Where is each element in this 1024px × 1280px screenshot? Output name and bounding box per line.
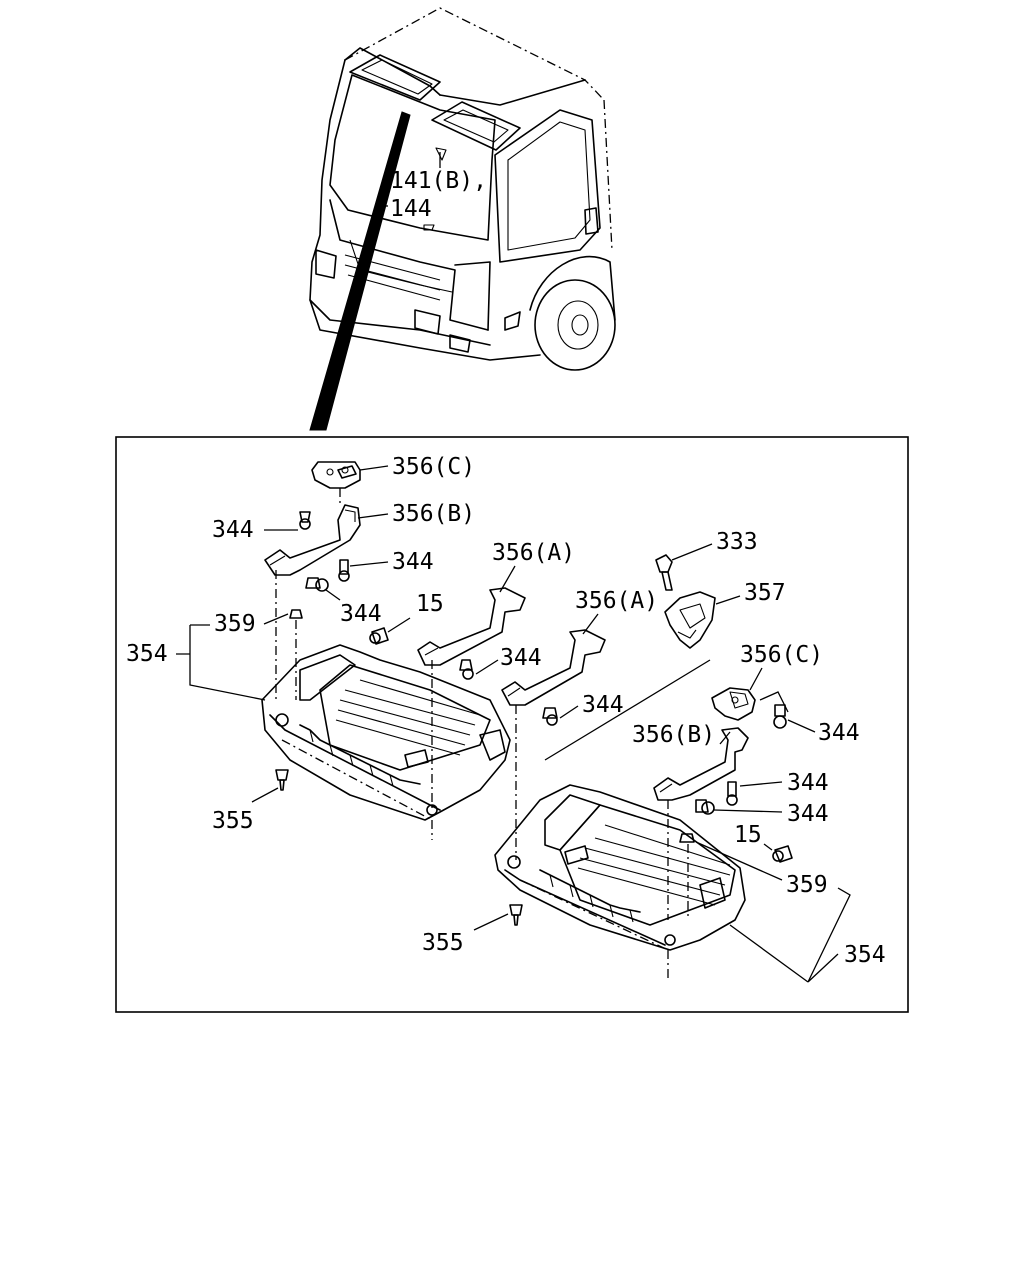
center-brackets [417,587,711,860]
callout-344-right-a: 344 [818,720,860,746]
callout-359-right: 359 [786,872,828,898]
callout-141b: 141(B), [390,168,487,194]
callout-15-left: 15 [416,591,444,617]
callout-356c-left: 356(C) [392,454,475,480]
callout-355-right: 355 [422,930,464,956]
callout-344-b: 344 [392,549,434,575]
callout-344-c: 344 [340,601,382,627]
callout-354-left: 354 [126,641,168,667]
callout-356a-2: 356(A) [575,588,658,614]
callout-356b-left: 356(B) [392,501,475,527]
callout-344-a: 344 [212,517,254,543]
callout-356c-right: 356(C) [740,642,823,668]
part-333-357 [655,554,716,649]
callout-354-right: 354 [844,942,886,968]
left-step-assembly [261,461,511,840]
callout-333: 333 [716,529,758,555]
callout-356b-right: 356(B) [632,722,715,748]
location-pointer [309,111,411,431]
callout-359-left: 359 [214,611,256,637]
callout-344-d: 344 [500,645,542,671]
right-step-assembly [494,687,793,980]
callout-15-right: 15 [734,822,762,848]
callout-356a-1: 356(A) [492,540,575,566]
callout-355-left: 355 [212,808,254,834]
callout-344-right-c: 344 [787,801,829,827]
callout-344-right-b: 344 [787,770,829,796]
callout-144: 144 [390,196,432,222]
callout-344-e: 344 [582,692,624,718]
detail-frame [115,436,909,1013]
callout-357: 357 [744,580,786,606]
